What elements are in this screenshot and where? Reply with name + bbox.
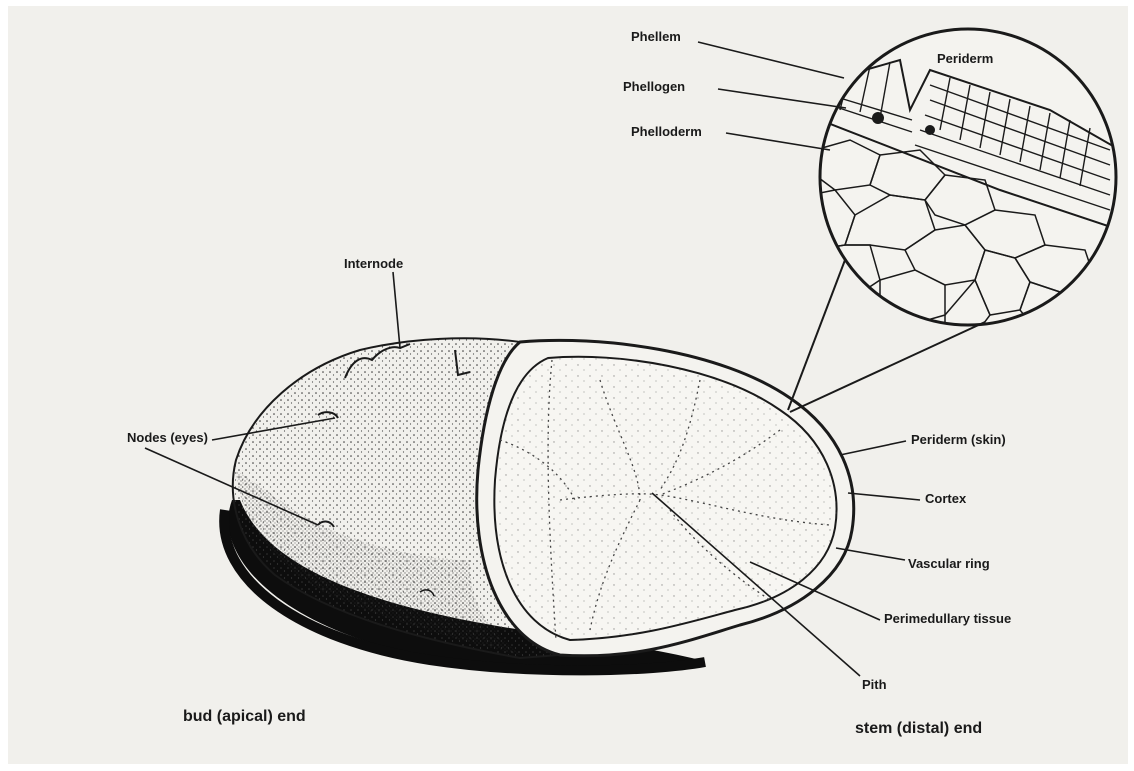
label-perimedullary: Perimedullary tissue — [884, 611, 1011, 626]
label-nodes: Nodes (eyes) — [127, 430, 208, 445]
label-bud-end: bud (apical) end — [183, 708, 306, 726]
label-vascular-ring: Vascular ring — [908, 556, 990, 571]
label-pith: Pith — [862, 677, 887, 692]
label-phellogen: Phellogen — [623, 79, 685, 94]
label-phelloderm: Phelloderm — [631, 124, 702, 139]
label-internode: Internode — [344, 256, 403, 271]
label-stem-end: stem (distal) end — [855, 720, 982, 738]
periderm-inset — [800, 29, 1120, 335]
label-periderm-inset: Periderm — [937, 51, 993, 66]
label-phellem: Phellem — [631, 29, 681, 44]
label-cortex: Cortex — [925, 491, 966, 506]
label-periderm-skin: Periderm (skin) — [911, 432, 1006, 447]
